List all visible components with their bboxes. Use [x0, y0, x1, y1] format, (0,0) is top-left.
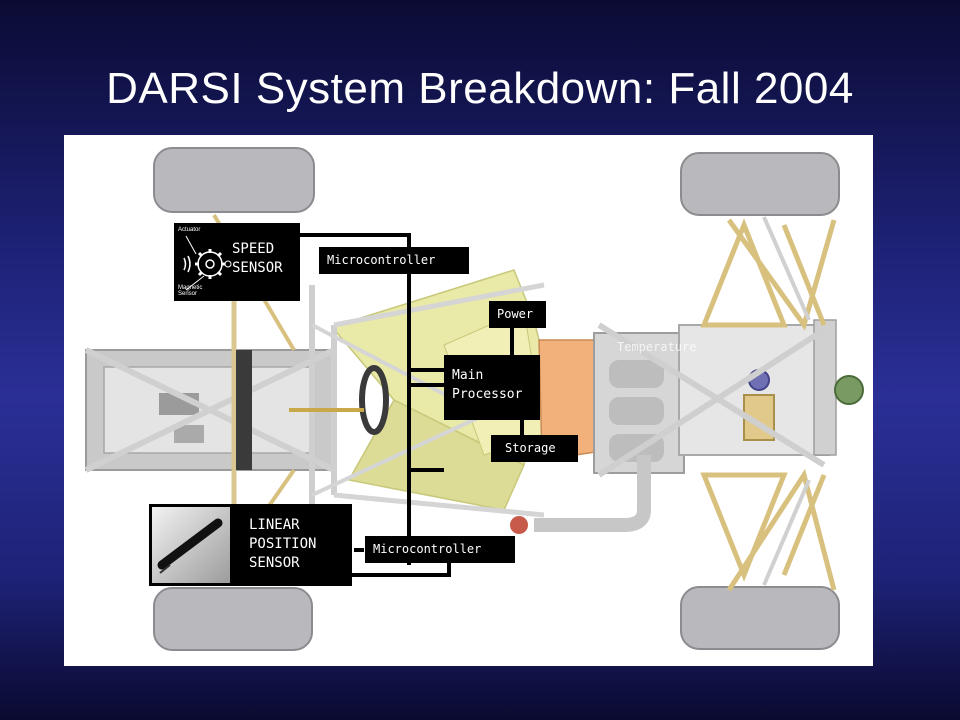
steering-wheel — [359, 365, 389, 435]
speed-sensor-box: Actuator Magnetic Sensor SPEED SENSOR — [174, 223, 300, 301]
tire-rear-right — [680, 586, 840, 650]
microcontroller-bottom-box: Microcontroller — [365, 536, 515, 563]
storage-label: Storage — [505, 441, 556, 455]
magnetic-sensor-caption: Magnetic Sensor — [178, 285, 203, 297]
gear-icon — [183, 235, 232, 291]
storage-box: Storage — [491, 435, 578, 462]
tire-rear-left — [153, 587, 313, 651]
power-label: Power — [497, 307, 534, 321]
seat-rail — [236, 350, 252, 470]
temperature-label: Temperature — [617, 340, 697, 354]
microcontroller-top-box: Microcontroller — [319, 247, 469, 274]
tire-front-right — [680, 152, 840, 216]
main-processor-box: Main Processor — [444, 355, 540, 420]
linear-position-sensor-box: LINEAR POSITION SENSOR — [149, 504, 352, 586]
power-box: Power — [489, 301, 546, 328]
actuator-caption: Actuator — [178, 227, 201, 233]
chassis-diagram: Actuator Magnetic Sensor SPEED SENSOR Mi… — [64, 135, 873, 666]
slide-title: DARSI System Breakdown: Fall 2004 — [106, 64, 854, 113]
tire-front-left — [153, 147, 315, 213]
connector-lines — [299, 233, 524, 577]
speed-sensor-label: SPEED SENSOR — [232, 241, 283, 276]
microcontroller-top-label: Microcontroller — [327, 253, 436, 267]
linear-position-sensor-label: LINEAR POSITION SENSOR — [249, 517, 317, 571]
linear-sensor-photo — [152, 507, 230, 583]
main-processor-label: Main Processor — [452, 368, 523, 402]
microcontroller-bottom-label: Microcontroller — [373, 542, 482, 556]
